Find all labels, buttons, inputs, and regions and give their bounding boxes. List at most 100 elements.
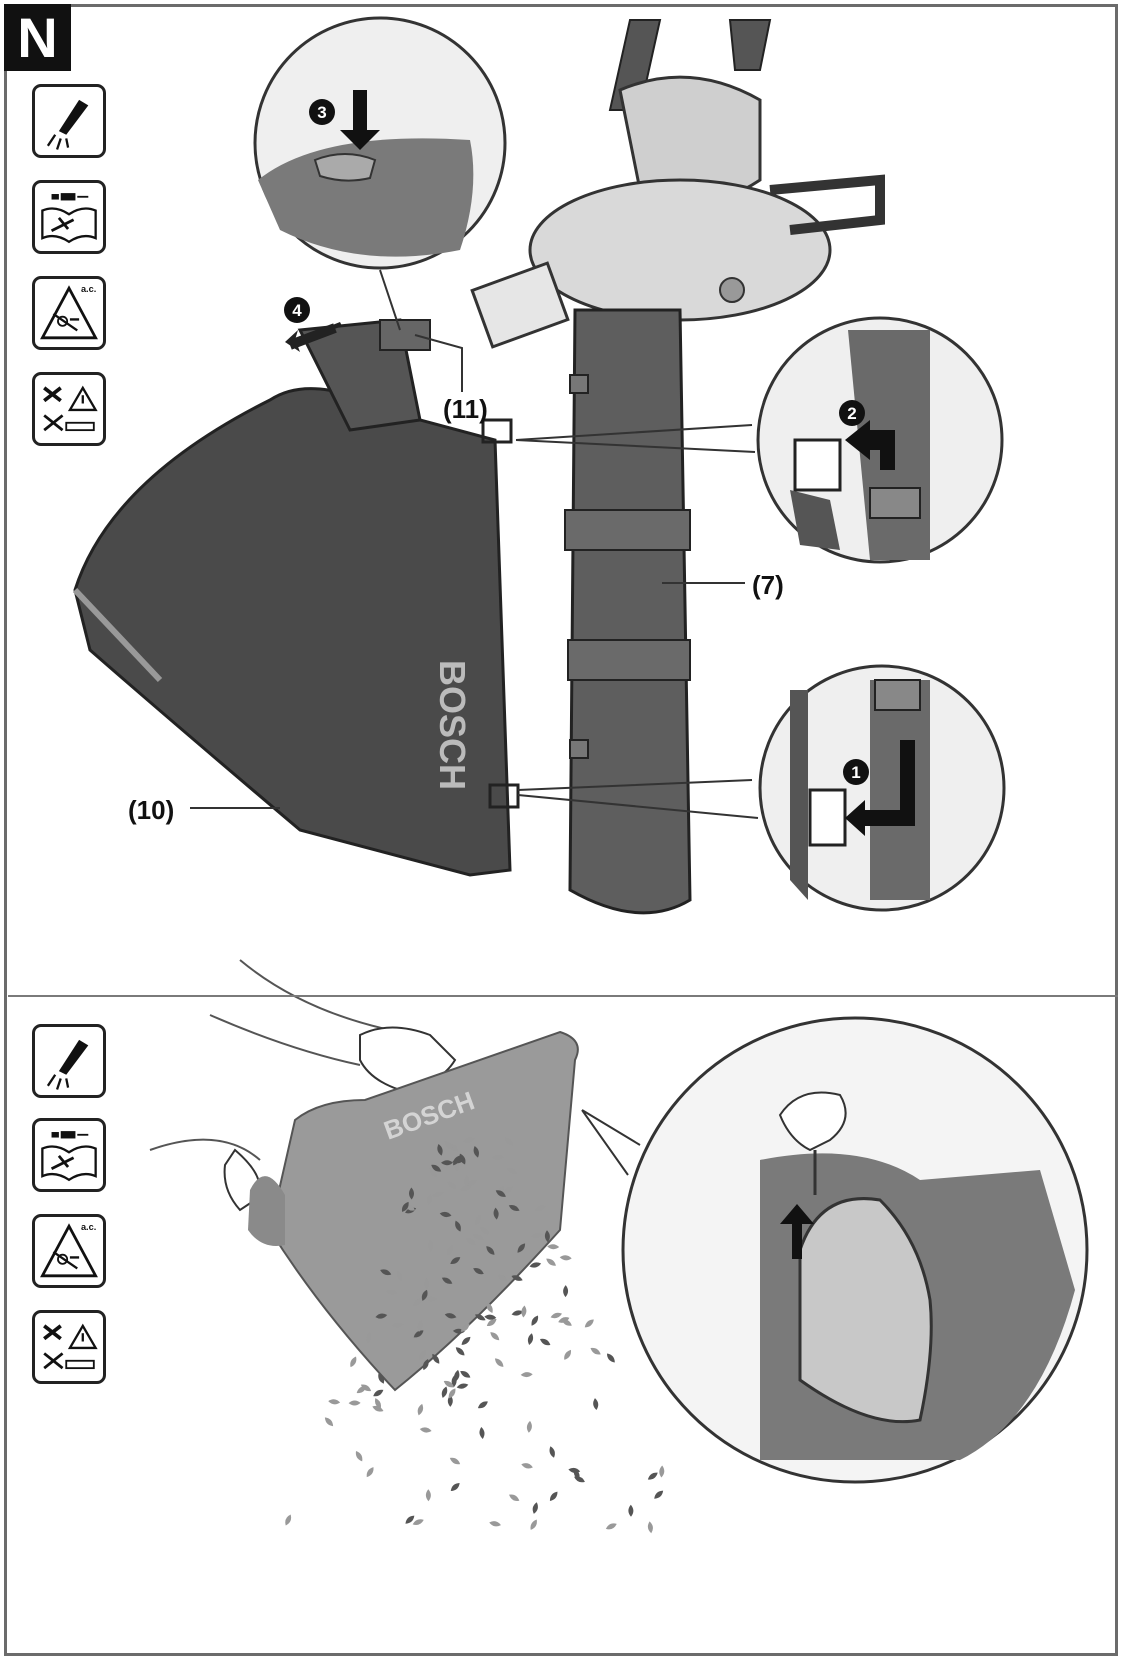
leaf: [372, 1405, 384, 1412]
leaf: [328, 1399, 341, 1405]
svg-text:3: 3: [317, 103, 326, 122]
leaf: [405, 1515, 415, 1524]
read-manual-icon: [32, 1118, 106, 1192]
leaf: [526, 1420, 532, 1433]
leaf: [443, 1380, 455, 1388]
leaf: [451, 1375, 457, 1388]
leaf: [441, 1277, 453, 1284]
detail-circle-release-button: 3: [253, 16, 507, 331]
leaf: [424, 1278, 430, 1291]
leaf: [449, 1457, 461, 1465]
leaf: [285, 1514, 292, 1526]
leaf: [444, 1313, 457, 1319]
leaf: [465, 1238, 476, 1245]
leaf: [495, 1190, 506, 1197]
leaf: [448, 1388, 456, 1399]
leaf: [461, 1336, 471, 1345]
no-brush-warning-icon: [32, 1310, 106, 1384]
detail-circle-lower-clip: 1: [517, 664, 1006, 912]
leaf: [628, 1504, 634, 1517]
leaf: [324, 1417, 334, 1427]
leaf: [463, 1137, 475, 1143]
leaf: [532, 1502, 538, 1514]
leaf: [425, 1296, 438, 1302]
leaf: [459, 1185, 472, 1191]
leaf: [480, 1226, 490, 1235]
leaf: [432, 1353, 440, 1364]
wear-gloves-icon: [32, 84, 106, 158]
leaf: [439, 1211, 452, 1218]
leaf: [647, 1472, 658, 1480]
leaf: [380, 1269, 392, 1276]
section-letter-badge: N: [4, 4, 71, 71]
leaf: [534, 1205, 547, 1211]
leaf: [450, 1482, 460, 1492]
leaf: [517, 1243, 526, 1253]
leaf: [421, 1289, 428, 1301]
leaf: [493, 1207, 499, 1220]
leaf: [563, 1285, 569, 1298]
leaf: [497, 1274, 508, 1282]
leaf: [444, 1141, 454, 1150]
leaf: [348, 1400, 361, 1406]
leaf: [503, 1186, 514, 1194]
leaf: [540, 1338, 551, 1346]
leaf: [520, 1372, 533, 1378]
leaf: [546, 1258, 556, 1266]
leaf: [558, 1317, 570, 1323]
callout-label-10: (10): [128, 795, 175, 825]
leaf: [464, 1175, 470, 1188]
leaf: [559, 1255, 572, 1261]
shoulder-strap-right: [728, 19, 772, 71]
leaf: [360, 1384, 372, 1392]
leaf: [425, 1489, 431, 1502]
wear-gloves-icon: [32, 1024, 106, 1098]
unplug-ac-warning-icon: a.c.: [32, 276, 106, 350]
leaf: [605, 1523, 617, 1530]
leaf: [460, 1370, 471, 1378]
leaf: [489, 1521, 501, 1527]
leaf: [437, 1144, 443, 1156]
leaf: [355, 1451, 363, 1462]
svg-text:a.c.: a.c.: [81, 284, 96, 294]
leaf: [401, 1201, 409, 1212]
collection-bag: BOSCH: [72, 318, 520, 877]
falling-leaves: [285, 1137, 665, 1534]
leaf: [477, 1401, 488, 1409]
leaf: [419, 1427, 432, 1433]
leaf: [447, 1181, 457, 1189]
leaf: [441, 1386, 448, 1398]
leaf: [417, 1320, 423, 1332]
leaf: [378, 1372, 385, 1384]
read-manual-icon: [32, 180, 106, 254]
leaf: [472, 1234, 484, 1241]
suction-tube: [564, 308, 692, 915]
leaf: [374, 1398, 382, 1409]
no-brush-warning-icon: [32, 372, 106, 446]
leaf: [508, 1204, 520, 1212]
page-frame: [4, 4, 1118, 1656]
emptying-bag-illustration: BOSCH: [149, 959, 579, 1392]
leaf: [432, 1191, 444, 1198]
leaf: [466, 1179, 477, 1186]
leaf: [530, 1232, 543, 1239]
leaf: [606, 1353, 615, 1363]
leaf: [375, 1313, 388, 1319]
leaf: [506, 1167, 518, 1175]
callout-label-11: (11): [443, 394, 488, 424]
panel-divider: [8, 995, 1118, 997]
leaf: [531, 1315, 539, 1326]
leaf: [473, 1146, 479, 1158]
leaf: [366, 1467, 374, 1478]
leaf: [429, 1167, 437, 1178]
leaf: [486, 1246, 495, 1255]
leaf: [511, 1275, 523, 1281]
leaf: [521, 1463, 533, 1469]
detail-circle-upper-clip: 2: [515, 316, 1004, 564]
leaf: [419, 1349, 427, 1360]
step-4-badge: [284, 297, 310, 323]
leaf: [479, 1427, 485, 1439]
leaf: [486, 1318, 497, 1327]
leaf: [527, 1333, 534, 1345]
